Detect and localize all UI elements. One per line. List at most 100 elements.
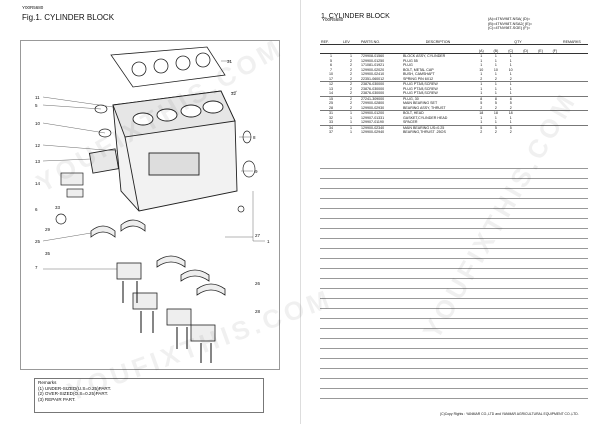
ruled-line bbox=[320, 278, 588, 279]
callout-27: 27 bbox=[255, 233, 261, 238]
cell-qty-b: 1 bbox=[494, 86, 497, 91]
cell-parts-no: 129900-01200 bbox=[361, 111, 385, 115]
cell-lev: 2 bbox=[350, 58, 352, 63]
cell-qty-b: 1 bbox=[494, 58, 497, 63]
callout-32: 32 bbox=[231, 91, 237, 96]
col-lev: LEV bbox=[342, 36, 360, 45]
cell-lev: 2 bbox=[350, 91, 352, 95]
cell-qty-c: 10 bbox=[508, 67, 513, 72]
cell-qty-b: 2 bbox=[494, 105, 497, 110]
cell-qty-b: 2 bbox=[494, 130, 497, 134]
cell-ref: 12 bbox=[329, 82, 333, 86]
page-code-right: Y00R5680 bbox=[322, 17, 344, 22]
col-ref: REF. bbox=[320, 36, 342, 45]
cell-qty-c: 18 bbox=[508, 111, 513, 115]
cell-description: PLUG 55 bbox=[403, 58, 418, 63]
cell-qty-c: 1 bbox=[509, 120, 512, 124]
cap-bolts-drawing bbox=[122, 281, 212, 363]
cell-lev: 1 bbox=[350, 115, 352, 120]
cell-description: SPACER bbox=[403, 120, 418, 124]
cell-parts-no: 27241-309000 bbox=[361, 96, 385, 101]
cell-parts-no: 129907-01331 bbox=[361, 115, 385, 120]
callout-14: 14 bbox=[35, 181, 41, 186]
cell-qty-c: 1 bbox=[509, 63, 512, 67]
callout-10: 10 bbox=[35, 121, 41, 126]
remark-line: (3) REPAIR PART. bbox=[38, 396, 76, 402]
cell-lev: 1 bbox=[350, 130, 352, 134]
cell-qty-a: 2 bbox=[480, 105, 483, 110]
cell-parts-no: 129907-01190 bbox=[361, 120, 384, 124]
cell-description: BEARING,THRUST .25OS bbox=[403, 130, 446, 134]
cell-description: BLOCK ASSY, CYLINDER bbox=[403, 54, 446, 58]
cell-parts-no: 23876-030000 bbox=[361, 86, 385, 91]
cell-description: PLUG PT3/8,SCREW bbox=[403, 91, 438, 95]
cell-description: SPRING PIN 6X12 bbox=[403, 76, 434, 81]
cell-parts-no: 129900-01250 bbox=[361, 58, 385, 63]
callout-31: 31 bbox=[227, 59, 233, 64]
cell-ref: 31 bbox=[329, 111, 333, 115]
section-title: 1. CYLINDER BLOCK bbox=[321, 13, 390, 20]
cell-qty-c: 1 bbox=[509, 91, 512, 95]
ruled-line bbox=[320, 328, 588, 329]
ruled-line bbox=[320, 248, 588, 249]
copyright: (C)Copy Rights : YANMAR CO.,LTD and YANM… bbox=[440, 412, 579, 416]
callout-26: 26 bbox=[255, 281, 261, 286]
cell-qty-a: 1 bbox=[480, 115, 483, 120]
cell-ref: 7 bbox=[330, 67, 332, 72]
block-drawing bbox=[88, 90, 238, 212]
bearings-drawing bbox=[90, 219, 226, 342]
model-d: (D)= bbox=[522, 17, 531, 21]
cell-description: MAIN BEARING US=0.25 bbox=[403, 125, 445, 130]
cell-qty-b: 1 bbox=[494, 72, 497, 76]
cell-parts-no: 22351-060012 bbox=[361, 76, 385, 81]
col-parts-no: PARTS NO. bbox=[360, 36, 402, 45]
callout-7: 7 bbox=[35, 265, 38, 270]
cell-qty-a: 5 bbox=[480, 101, 483, 105]
callout-labels: 11 5 10 12 13 14 6 25 7 31 32 8 9 27 1 2… bbox=[35, 59, 270, 314]
model-e: (E)= bbox=[524, 21, 533, 26]
cell-parts-no: 171081-01921 bbox=[361, 63, 385, 67]
cell-ref: 25 bbox=[329, 101, 333, 105]
cell-qty-c: 1 bbox=[509, 86, 512, 91]
cell-parts-no: 129900-02410 bbox=[361, 72, 385, 76]
cell-lev: 2 bbox=[350, 101, 352, 105]
cylinder-block-drawing: 11 5 10 12 13 14 6 25 7 31 32 8 9 27 1 2… bbox=[35, 46, 270, 363]
ruled-line bbox=[320, 238, 588, 239]
cell-qty-a: 1 bbox=[480, 63, 483, 67]
cell-qty-a: 1 bbox=[480, 54, 483, 58]
remark-line: (1) UNDER-SIZED(U.S=0.25)PART. bbox=[38, 385, 112, 391]
cell-qty-c: 5 bbox=[509, 101, 512, 105]
ruled-line bbox=[320, 378, 588, 379]
cell-parts-no: 729908-01560 bbox=[361, 54, 385, 58]
callout-5: 5 bbox=[35, 103, 38, 108]
ruled-line bbox=[320, 208, 588, 209]
cell-lev: 1 bbox=[350, 125, 352, 130]
ruled-line bbox=[320, 268, 588, 269]
cell-parts-no: 23876-030000 bbox=[361, 82, 385, 86]
cell-description: PLUG PT3/8,SCREW bbox=[403, 86, 438, 91]
remark-line: (2) OVER-SIZED(O.S=0.25)PART. bbox=[38, 391, 109, 397]
cell-qty-b: 5 bbox=[494, 101, 497, 105]
cell-description: BUSH, CAMSHAFT bbox=[403, 72, 435, 76]
model-legend: (A)=4TNV98T-NSA( (D)= (B)=4TNV98T-NSA2( … bbox=[488, 17, 532, 31]
callout-8: 8 bbox=[253, 135, 256, 140]
cell-lev: 1 bbox=[350, 120, 352, 124]
left-page: Y00R5680 Fig.1. CYLINDER BLOCK bbox=[20, 5, 280, 413]
cell-qty-b: 10 bbox=[493, 67, 498, 72]
cell-parts-no: 129900-02940 bbox=[361, 130, 385, 134]
cell-qty-b: 1 bbox=[494, 63, 497, 67]
exploded-diagram: 11 5 10 12 13 14 6 25 7 31 32 8 9 27 1 2… bbox=[20, 40, 280, 370]
cell-qty-b: 1 bbox=[494, 82, 497, 86]
callout-1: 1 bbox=[267, 239, 270, 244]
cell-qty-b: 1 bbox=[494, 115, 497, 120]
small-parts-drawing bbox=[55, 104, 256, 225]
